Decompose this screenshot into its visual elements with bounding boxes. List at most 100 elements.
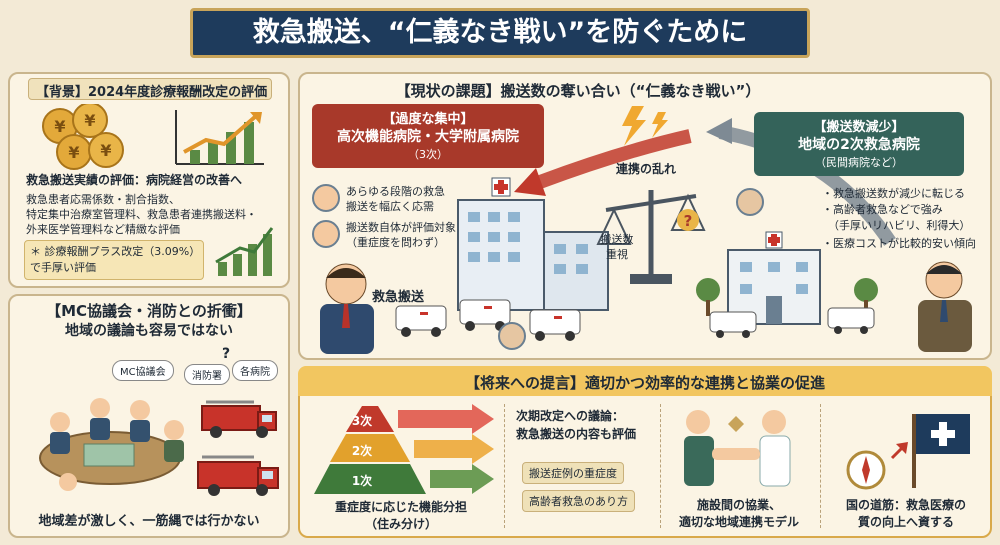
red-cross-icon: [765, 231, 783, 249]
tier3-label: 3次: [351, 414, 373, 428]
person-icon: [90, 398, 110, 440]
revision-line1: 次期改定への議論：: [516, 409, 625, 423]
question-mark: ?: [222, 346, 231, 362]
severity-pill: 搬送症例の重症度: [522, 462, 624, 484]
balance-scale-icon: ?: [596, 190, 706, 284]
meeting-illustration: [39, 398, 184, 491]
svg-text:¥: ¥: [100, 141, 111, 160]
decline-line1: 【搬送数減少】: [813, 120, 905, 135]
elderly-care-pill: 高齢者救急のあり方: [522, 490, 635, 512]
ambulance-fleet-illustration: [395, 299, 581, 341]
mc-bubble: MC協議会: [112, 360, 174, 381]
growth-chart-icon: [175, 110, 264, 165]
background-note2: で手厚い評価: [30, 261, 96, 274]
future-header: 【将来への提言】適切かつ効率的な連携と協業の促進: [464, 374, 825, 392]
nation-line1: 国の道筋：救急医療の: [845, 498, 966, 512]
person-icon: [759, 410, 791, 487]
doctor-avatar: [312, 184, 340, 212]
background-header: 【背景】2024年度診療報酬改定の評価: [36, 85, 268, 100]
concentration-line2: 高次機能病院・大学附属病院: [337, 129, 519, 145]
pyramid-caption1: 重症度に応じた機能分担: [334, 500, 467, 514]
mc-footer: 地域差が激しく、一筋縄では行かない: [38, 514, 260, 529]
collab-line2: 適切な地域連携モデル: [678, 515, 799, 529]
decline-bullet2: ・高齢者救急などで強み: [822, 203, 943, 216]
handshake-illustration: [684, 410, 791, 487]
tier2-label: 2次: [351, 444, 373, 458]
coin-icon: ¥: [88, 132, 124, 168]
ambulance-icon: [827, 307, 875, 334]
transport-label: 救急搬送: [372, 290, 425, 305]
worried-man-illustration: [918, 261, 972, 352]
scale-label2: 重視: [606, 248, 628, 261]
local-hospital-illustration: [696, 231, 878, 338]
pyramid-illustration: [314, 404, 494, 494]
background-note-box: [24, 240, 204, 280]
current-bullet1b: 搬送を幅広く応需: [346, 200, 434, 213]
decline-line2: 地域の2次救急病院: [798, 137, 920, 153]
background-detail1: 救急患者応需係数・割合指数、: [26, 193, 180, 206]
handshake-icon: [712, 448, 760, 460]
decline-bullet1: ・救急搬送数が減少に転じる: [822, 187, 965, 200]
decline-box: [754, 112, 964, 176]
red-cross-icon: [491, 177, 511, 197]
scale-label1: 搬送数: [600, 233, 634, 246]
fire-truck-icon: [197, 455, 279, 496]
hospital-illustration: [457, 177, 609, 311]
ambulance-icon: [529, 309, 581, 341]
background-note1: ＊ 診療報酬プラス改定（3.09%）: [30, 245, 201, 258]
decline-bullet3: ・医療コストが比較的安い傾向: [822, 237, 976, 250]
page-title: 救急搬送、“仁義なき戦い”を防ぐために: [190, 8, 810, 58]
tree-icon: [696, 278, 720, 316]
background-detail3: 外来医学管理料など精緻な評価: [26, 223, 180, 236]
angry-man-illustration: [320, 263, 374, 354]
current-bullet1a: あらゆる段階の救急: [346, 185, 445, 198]
lightning-icon: [622, 106, 668, 146]
ambulance-icon: [709, 311, 757, 338]
elderly-patient-avatar: [736, 188, 764, 216]
svg-text:¥: ¥: [68, 143, 79, 162]
svg-text:¥: ¥: [84, 111, 95, 130]
background-line1: 救急搬送実績の評価：病院経営の改善へ: [26, 173, 243, 187]
coin-icon: ¥: [56, 134, 92, 170]
person-icon: [59, 473, 77, 491]
elderly-patient-avatar: [498, 322, 526, 350]
mc-header: 【MC協議会・消防との折衝】: [46, 302, 252, 320]
current-header: 【現状の課題】搬送数の奪い合い（“仁義なき戦い”）: [395, 82, 761, 100]
future-divider: [660, 404, 661, 528]
background-header-bar: [28, 78, 272, 100]
svg-text:¥: ¥: [54, 117, 65, 136]
coin-icon: ¥: [72, 104, 108, 138]
flag-icon: [916, 414, 970, 454]
current-bullet2a: 搬送数自体が評価対象: [346, 221, 456, 234]
concentration-box: [312, 104, 544, 168]
coins-illustration: ¥ ¥ ¥ ¥: [42, 104, 124, 170]
current-bullet2b: （重症度を問わず）: [346, 236, 445, 249]
hospitals-bubble: 各病院: [232, 360, 278, 381]
warning-icon: ?: [677, 209, 699, 231]
revision-line2: 救急搬送の内容も評価: [516, 427, 637, 441]
decline-bullet2b: （手厚いリハビリ、利得大）: [828, 219, 971, 232]
person-icon: [684, 410, 714, 486]
fire-station-bubble: 消防署: [184, 364, 230, 385]
future-divider: [820, 404, 821, 528]
compass-icon: [846, 450, 886, 490]
concentration-line3: （3次）: [408, 148, 448, 161]
coordination-label: 連携の乱れ: [616, 162, 677, 176]
decline-line3: （民間病院など）: [815, 156, 903, 169]
compass-flag-illustration: [846, 414, 970, 490]
person-icon: [164, 420, 184, 462]
future-divider: [504, 404, 505, 528]
doctor-avatar: [312, 220, 340, 248]
fire-truck-icon: [201, 400, 277, 438]
person-icon: [130, 400, 150, 442]
person-icon: [50, 412, 70, 454]
collab-line1: 施設間の協業、: [696, 498, 781, 512]
ambulance-icon: [459, 299, 511, 331]
nation-line2: 質の向上へ資する: [857, 515, 954, 529]
handshake-icon: [728, 416, 744, 432]
pyramid-caption2: （住み分け）: [364, 517, 437, 531]
future-header-bar: [298, 366, 992, 396]
concentration-line1: 【過度な集中】: [382, 112, 474, 127]
ambulance-icon: [395, 305, 447, 337]
mc-subheader: 地域の議論も容易ではない: [65, 323, 233, 339]
